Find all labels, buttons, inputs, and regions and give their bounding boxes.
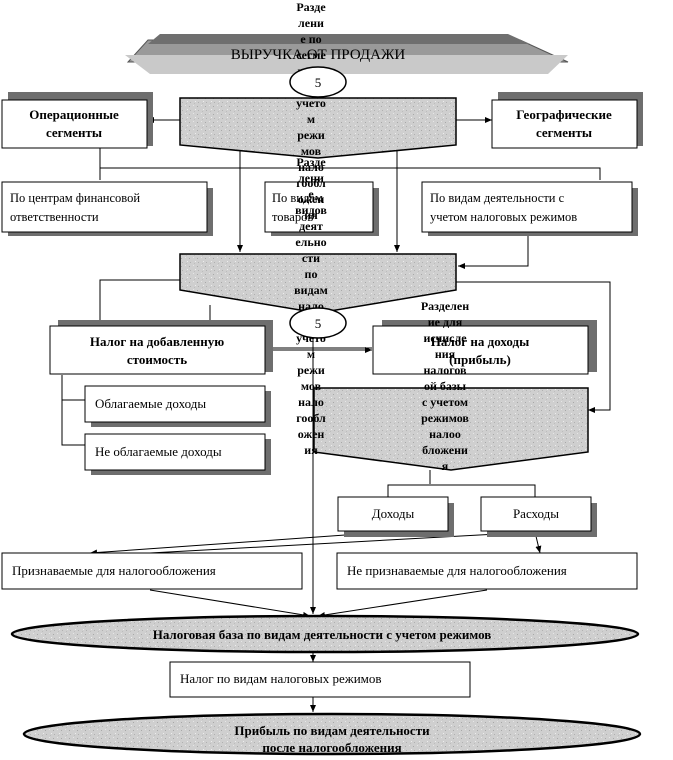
center-text-line: режимов (421, 411, 469, 425)
center-text-line: Разде (296, 0, 326, 14)
center-text-line: мов (301, 379, 322, 393)
income-box: Доходы (337, 496, 454, 537)
step-number-oval-top: 5 (289, 66, 347, 98)
center-text-line: сегме (296, 48, 326, 62)
center-text-line: лени (298, 16, 324, 30)
not-recognized-box: Не признаваемые для налогообложения (336, 552, 638, 590)
non-taxable-income-label: Не облагаемые доходы (95, 444, 222, 459)
step-number-oval-middle: 5 (289, 307, 347, 339)
income-label: Доходы (372, 506, 415, 521)
center-text-line: я (442, 459, 449, 473)
center-text-line: ие для (428, 315, 463, 329)
center-text-line: ельно (295, 235, 326, 249)
top-banner-label: ВЫРУЧКА ОТ ПРОДАЖИ (231, 47, 406, 63)
segmentation-center-box (179, 97, 457, 159)
center-text-line: режи (297, 128, 325, 142)
center-text-line: ожен (298, 192, 325, 206)
center-text-line: видам (294, 283, 328, 297)
center-text-line: е (308, 187, 314, 201)
center-text-line: налогов (423, 363, 467, 377)
center-text-line: Разде (296, 155, 326, 169)
income-tax-label: Налог на доходы(прибыль) (431, 334, 530, 367)
tax-by-regimes-box: Налог по видам налоговых режимов (169, 661, 471, 698)
center-text-line: учето (296, 96, 326, 110)
expenses-label: Расходы (513, 506, 559, 521)
center-text-line: е по (300, 32, 321, 46)
tax-base-oval: Налоговая база по видам деятельности с у… (10, 614, 640, 654)
center-text-line: ой базы (424, 379, 467, 393)
step-number-label: 5 (315, 316, 322, 331)
step-number-label: 5 (315, 75, 322, 90)
center-text-line: налоо (429, 427, 461, 441)
tax-base-label: Налоговая база по видам деятельности с у… (153, 627, 492, 642)
center-text-line: ожен (298, 427, 325, 441)
center-text-line: ия (304, 208, 318, 222)
income-tax-box: Налог на доходы(прибыль) (372, 320, 597, 375)
center-text-line: бложени (422, 443, 468, 457)
top-banner: ВЫРУЧКА ОТ ПРОДАЖИ (125, 34, 569, 74)
center-box3-text: Разделен ие для исчисле ния налогов ой базы с … (421, 299, 470, 473)
center-text-line: нало (298, 160, 324, 174)
center-text-line: лени (298, 171, 324, 185)
center-text-line: исчисле (423, 331, 467, 345)
activity-split-center-box (179, 253, 457, 314)
center-text-line: Разделен (421, 299, 469, 313)
center-text-line: ия (304, 443, 318, 457)
non-taxable-income-box: Не облагаемые доходы (84, 433, 271, 475)
center-text-line: гообл (296, 176, 326, 190)
tax-base-split-center-box (313, 387, 589, 471)
center-text-line: мов (301, 144, 322, 158)
center-text-line: с учетом (422, 395, 468, 409)
center-box2-text: Разде лени е видов деят ельно сти по видам нало го… (294, 155, 328, 457)
center-text-line: гообл (296, 411, 326, 425)
center-text-line: режи (297, 363, 325, 377)
connectors (61, 117, 611, 712)
center-text-line: сти (302, 251, 320, 265)
recognized-label: Признаваемые для налогообложения (12, 563, 216, 578)
center-text-line: ния (435, 347, 456, 361)
center-text-line: деят (299, 219, 323, 233)
not-recognized-label: Не признаваемые для налогообложения (347, 563, 567, 578)
expenses-box: Расходы (480, 496, 597, 537)
center-text-line: нало (298, 395, 324, 409)
recognized-box: Признаваемые для налогообложения (1, 552, 303, 590)
taxable-income-label: Облагаемые доходы (95, 396, 206, 411)
center-text-line: видов (295, 203, 327, 217)
tax-by-regimes-label: Налог по видам налоговых режимов (180, 671, 382, 686)
taxable-income-box: Облагаемые доходы (84, 385, 271, 427)
center-text-line: по (305, 267, 318, 281)
center-text-line: м (307, 112, 315, 126)
center-text-line: м (307, 347, 315, 361)
